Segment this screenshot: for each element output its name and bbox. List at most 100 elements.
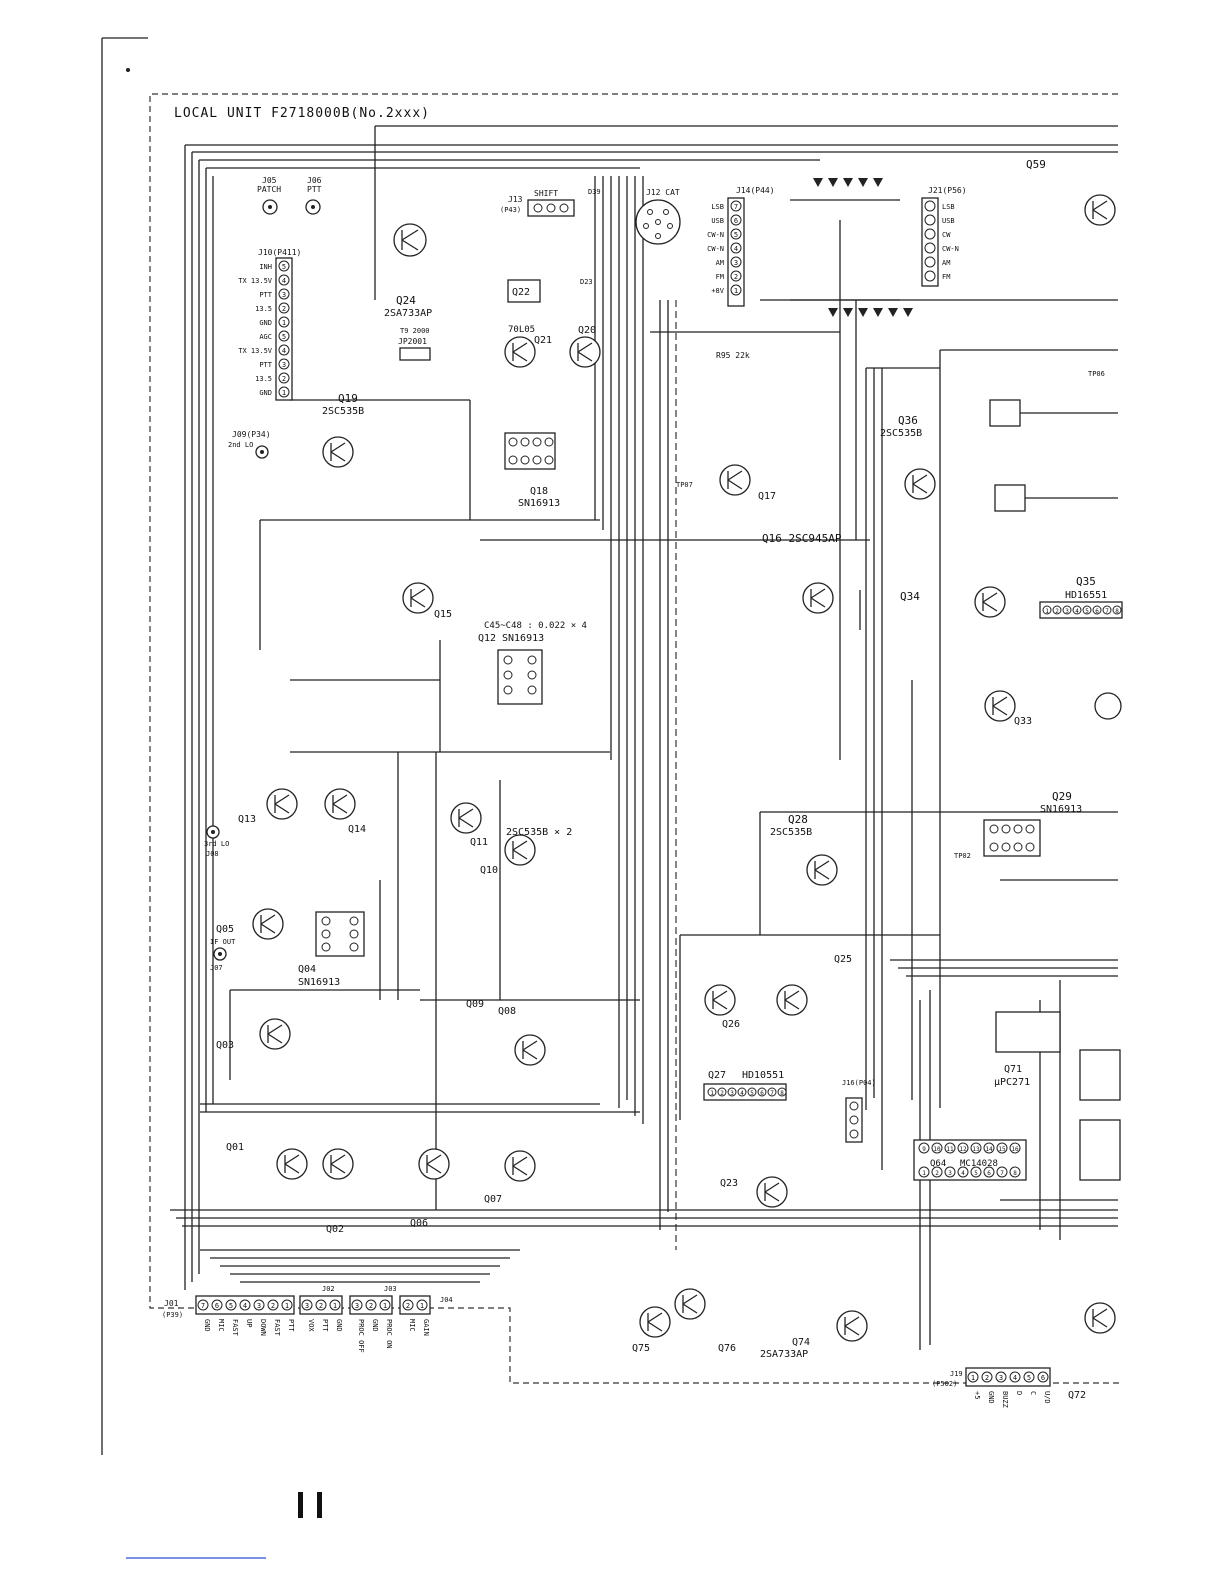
transistor-q11: Q11 2SC535B × 2 (450, 802, 572, 848)
j10-pin-number: 3 (282, 361, 286, 369)
q64-pin-number: 6 (987, 1170, 991, 1177)
j10-pin (278, 260, 290, 272)
j10-pin-label: INH (259, 263, 272, 271)
transistor-q02: Q02 (322, 1148, 354, 1235)
q35-pin (1102, 605, 1112, 615)
connector-j16: J16(P04) (842, 1079, 876, 1143)
j01-pin-label: GND (203, 1319, 211, 1332)
j10-pin-label: GND (259, 319, 272, 327)
q64-pin-number: 14 (985, 1146, 993, 1153)
q18-type: SN16913 (518, 498, 560, 509)
q27-pin (727, 1087, 737, 1097)
q64-pin (1009, 1142, 1021, 1154)
q64-type: MC14028 (960, 1159, 998, 1169)
r95-label: R95 22k (716, 351, 750, 360)
jack-j08: 3rd LO J08 (204, 825, 229, 858)
ic-q29: Q29 SN16913 (983, 790, 1082, 857)
ic-q18: Q18 SN16913 (504, 432, 560, 509)
j19-pin (1009, 1371, 1021, 1383)
q59-label: Q59 (1026, 158, 1046, 171)
j03-pin (379, 1299, 391, 1311)
j19-pin-label: +5 (973, 1391, 981, 1399)
j21-pin-label: LSB (942, 203, 955, 211)
j10-pin-number: 4 (282, 347, 286, 355)
q64-pin (996, 1142, 1008, 1154)
j01-pin (211, 1299, 223, 1311)
q64-pin-number: 9 (922, 1146, 926, 1153)
transistor-q23: Q23 (720, 1176, 788, 1208)
patch-label: PATCH (257, 185, 281, 194)
j03-pin-label: PROC OFF (357, 1319, 365, 1353)
q27-pin-number: 5 (750, 1090, 754, 1097)
j04-label: J04 (440, 1296, 453, 1304)
j14-pin-label: FM (716, 273, 724, 281)
j14-pin-label: AM (716, 259, 724, 267)
transistor-q17: Q17 TP07 (676, 464, 776, 502)
q19-label: Q19 (338, 392, 358, 405)
q08-label: Q08 (498, 1006, 516, 1017)
j14-pin-number: 7 (734, 203, 738, 211)
q05-label: Q05 (216, 924, 234, 935)
j21-pin-label: CW (942, 231, 951, 239)
j01-pin (281, 1299, 293, 1311)
transistor-q01: Q01 (226, 1142, 308, 1180)
d23-label: D23 (580, 278, 593, 286)
j19-pin (1037, 1371, 1049, 1383)
j03-pin-number: 1 (383, 1302, 387, 1310)
q11-label: Q11 (470, 837, 488, 848)
d39-label: D39 (588, 188, 601, 196)
ic-q71: Q71 µPC271 (994, 1011, 1121, 1181)
j14-pin (730, 270, 742, 282)
q35-pin (1072, 605, 1082, 615)
j19-pin (1023, 1371, 1035, 1383)
ic-q12: C45~C48 : 0.022 × 4 Q12 SN16913 (478, 621, 587, 705)
j19-pin-label: C (1029, 1391, 1037, 1395)
j10-pin-label: 13.5 (255, 375, 272, 383)
transformer-block (989, 399, 1118, 512)
j04-pin (402, 1299, 414, 1311)
q33-label: Q33 (1014, 716, 1032, 727)
j01-pin-number: 5 (229, 1302, 233, 1310)
transistor-q33: Q33 (984, 690, 1122, 727)
q64-pin (957, 1142, 969, 1154)
q64-pin (944, 1166, 956, 1178)
j10-label: J10(P411) (258, 248, 301, 257)
q07-label: Q07 (484, 1194, 502, 1205)
j10-pin (278, 386, 290, 398)
j01-pin-number: 7 (201, 1302, 205, 1310)
transistor-q20: Q20 (569, 325, 601, 368)
jumper-jp2001: T9 2000 JP2001 (398, 327, 431, 361)
j19-pin-number: 3 (999, 1374, 1003, 1382)
q35-pin-number: 4 (1075, 608, 1079, 615)
q06-label: Q06 (410, 1218, 428, 1229)
q71-label: Q71 (1004, 1064, 1022, 1075)
q01-label: Q01 (226, 1142, 244, 1153)
q27-pin-number: 7 (770, 1090, 774, 1097)
j02-pin-number: 3 (305, 1302, 309, 1310)
j10-pin (278, 372, 290, 384)
j03-pin-number: 2 (369, 1302, 373, 1310)
q64-pin-number: 3 (948, 1170, 952, 1177)
q13-sub: 3rd LO (204, 840, 229, 848)
q35-pin-number: 8 (1115, 608, 1119, 615)
reg-label: 70L05 (508, 325, 535, 335)
j01-pin (225, 1299, 237, 1311)
q24-label: Q24 (396, 294, 416, 307)
q64-pin (983, 1142, 995, 1154)
transistor-q28: Q28 2SC535B TP02 (770, 813, 971, 886)
j14-pin-label: CW-N (707, 245, 724, 253)
j10-pin (278, 330, 290, 342)
transistor-q21: 70L05 Q21 (504, 325, 552, 368)
j10-pin-label: 13.5 (255, 305, 272, 313)
q64-pin (970, 1166, 982, 1178)
j02-pin (329, 1299, 341, 1311)
q27-pin-number: 4 (740, 1090, 744, 1097)
j10-pin-number: 1 (282, 319, 286, 327)
j19-pin (995, 1371, 1007, 1383)
